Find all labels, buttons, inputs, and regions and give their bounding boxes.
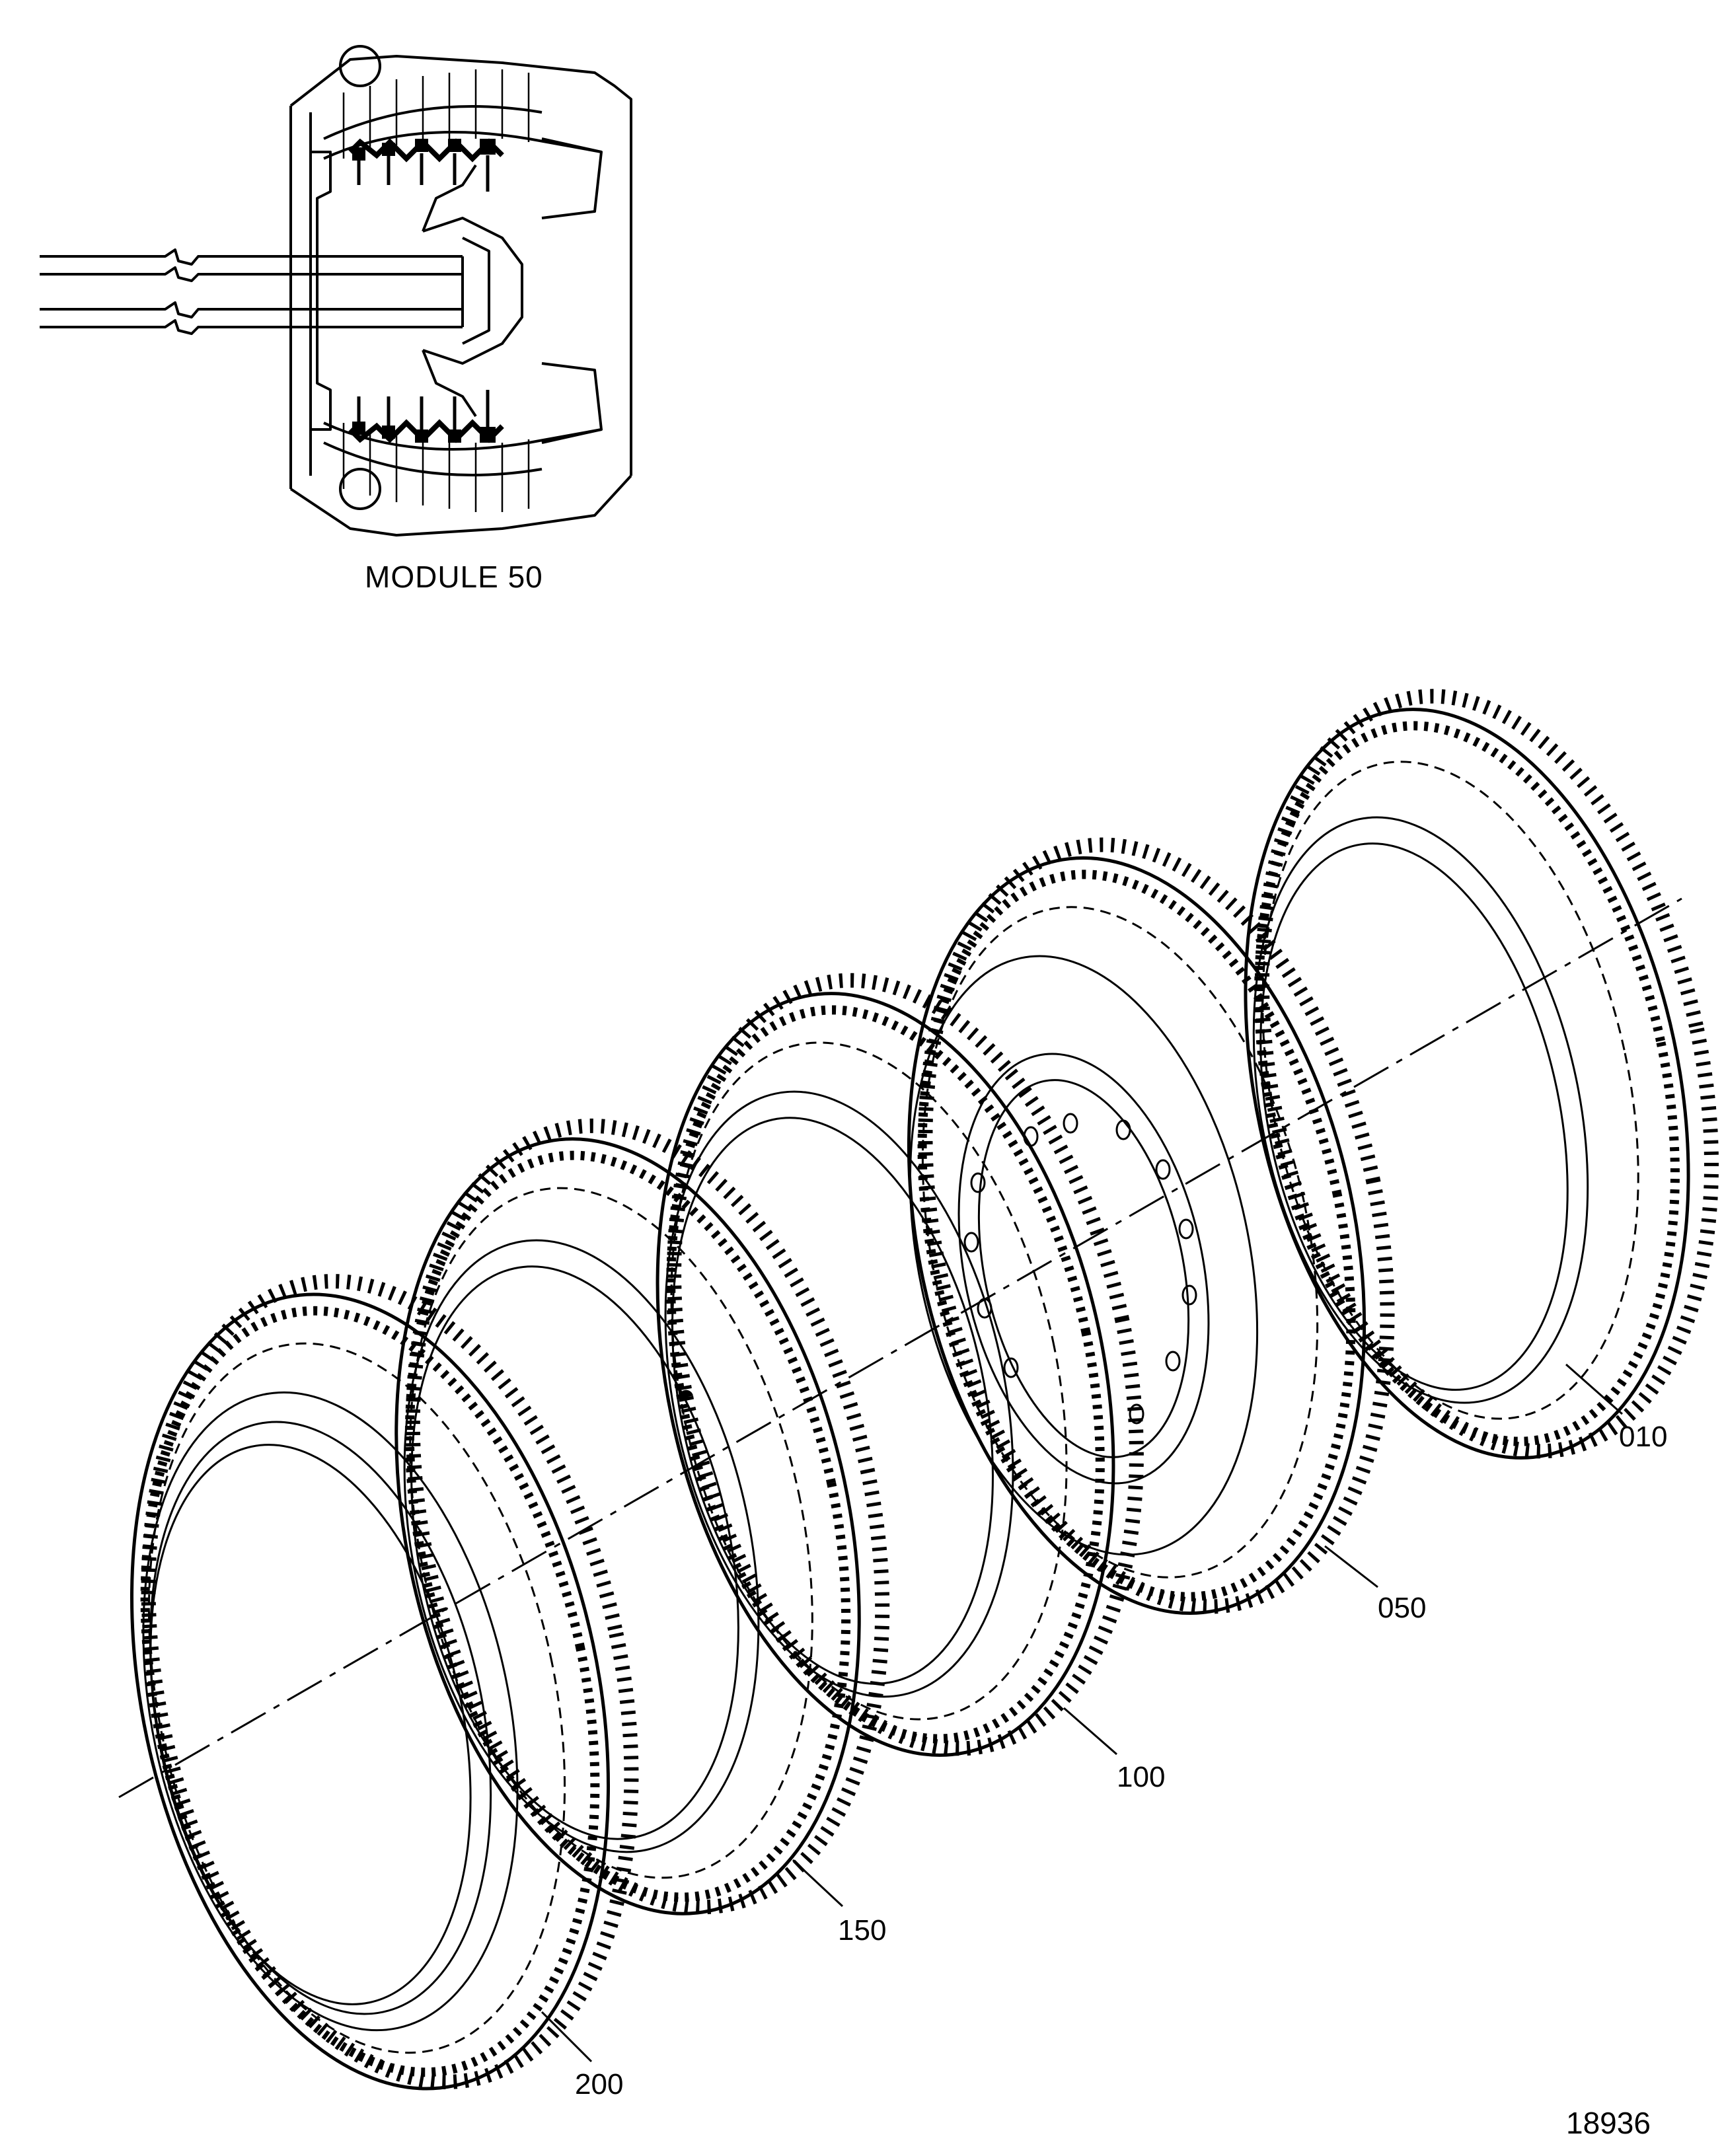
callout-leader-lines xyxy=(541,1363,1623,2063)
module-50-inset-diagram xyxy=(40,45,632,537)
callout-050: 050 xyxy=(1378,1592,1427,1624)
engine-centerline xyxy=(118,897,1682,1799)
stage-ring-150 xyxy=(394,1118,890,1915)
callout-100: 100 xyxy=(1117,1761,1166,1793)
stage-disk-050 xyxy=(907,837,1395,1615)
figure-number: 18936 xyxy=(1566,2106,1651,2140)
callout-200: 200 xyxy=(575,2068,624,2100)
module-50-rotor-disks xyxy=(348,138,504,443)
stage-ring-200 xyxy=(130,1274,639,2091)
module-50-caption: MODULE 50 xyxy=(365,560,543,594)
callout-010: 010 xyxy=(1619,1421,1668,1453)
stage-ring-100 xyxy=(656,973,1144,1757)
callout-150: 150 xyxy=(838,1914,887,1947)
stage-ring-010 xyxy=(1244,688,1719,1460)
